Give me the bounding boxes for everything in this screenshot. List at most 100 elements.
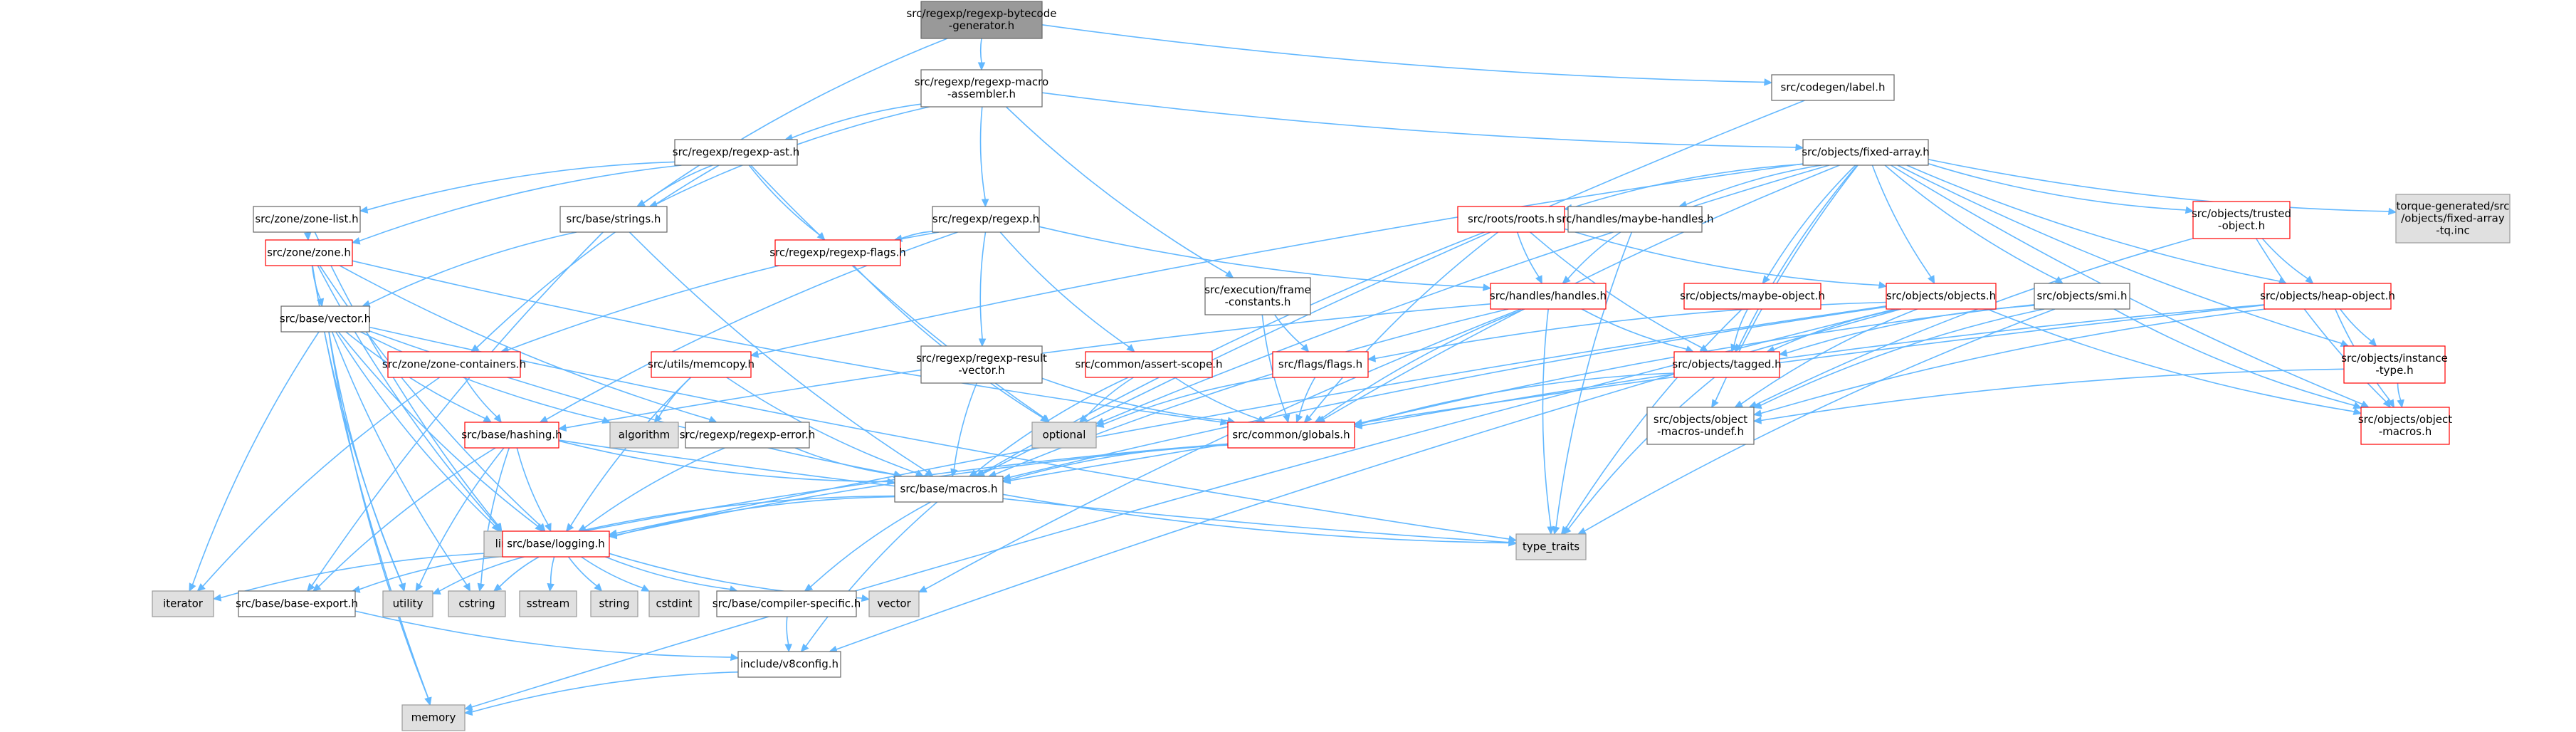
node-src-regexp-regexp-error-h[interactable]: src/regexp/regexp-error.h xyxy=(680,422,816,449)
edge-roots-to-objects_h xyxy=(1564,228,1880,286)
node-label: src/objects/heap-object.h xyxy=(2260,290,2395,303)
edge-zone_h-to-base_logging xyxy=(319,265,541,526)
node-src-base-hashing-h[interactable]: src/base/hashing.h xyxy=(461,422,562,449)
edge-trusted_object-to-heap_object xyxy=(2261,238,2308,280)
node-src-flags-flags-h[interactable]: src/flags/flags.h xyxy=(1272,351,1369,378)
node-src-base-strings-h[interactable]: src/base/strings.h xyxy=(559,206,668,233)
edge-base_vector-to-utility xyxy=(328,331,403,585)
edge-arrowhead xyxy=(636,199,646,207)
node-src-objects-object-macros-undef-h[interactable]: src/objects/object-macros-undef.h xyxy=(1646,407,1755,445)
node-label: src/base/base-export.h xyxy=(236,597,358,610)
edge-memcopy-to-base_logging xyxy=(570,377,691,526)
node-src-regexp-regexp-flags-h[interactable]: src/regexp/regexp-flags.h xyxy=(769,239,906,266)
node-cstdint[interactable]: cstdint xyxy=(648,590,700,617)
node-src-objects-objects-h[interactable]: src/objects/objects.h xyxy=(1886,283,1997,310)
node-src-handles-maybe-handles-h[interactable]: src/handles/maybe-handles.h xyxy=(1556,206,1714,233)
node-box xyxy=(1683,283,1821,310)
node-label: torque-generated/src xyxy=(2396,200,2509,213)
edge-fixed_array-to-smi_h xyxy=(1884,164,2057,281)
node-src-objects-object-macros-h[interactable]: src/objects/object-macros.h xyxy=(2358,407,2452,445)
node-label: src/roots/roots.h xyxy=(1468,213,1555,226)
edge-memcopy-to-base_macros xyxy=(726,377,918,474)
node-src-objects-trusted-object-h[interactable]: src/objects/trusted-object.h xyxy=(2192,201,2291,239)
node-src-objects-smi-h[interactable]: src/objects/smi.h xyxy=(2034,283,2130,310)
node-src-base-base-export-h[interactable]: src/base/base-export.h xyxy=(236,590,358,617)
node-box xyxy=(920,69,1043,108)
node-memory[interactable]: memory xyxy=(401,704,466,731)
edge-arrowhead xyxy=(491,523,500,532)
node-src-base-vector-h[interactable]: src/base/vector.h xyxy=(280,305,371,333)
node-type-traits[interactable]: type_traits xyxy=(1515,533,1587,560)
node-src-roots-roots-h[interactable]: src/roots/roots.h xyxy=(1457,206,1565,233)
node-label: src/zone/zone-containers.h xyxy=(382,358,526,371)
edge-arrowhead xyxy=(535,523,544,532)
node-box xyxy=(265,239,353,266)
node-src-objects-instance-type-h[interactable]: src/objects/instance-type.h xyxy=(2341,345,2448,384)
node-box xyxy=(685,422,810,449)
node-string[interactable]: string xyxy=(590,590,638,617)
edge-arrowhead xyxy=(1711,399,1719,409)
node-include-v8config-h[interactable]: include/v8config.h xyxy=(737,651,841,678)
node-label: src/base/macros.h xyxy=(900,483,998,496)
node-optional[interactable]: optional xyxy=(1031,422,1097,449)
edge-base_logging-to-base_export xyxy=(359,555,503,590)
node-src-base-compiler-specific-h[interactable]: src/base/compiler-specific.h xyxy=(713,590,861,617)
node-src-regexp-regexp-macro-assembler-h[interactable]: src/regexp/regexp-macro-assembler.h xyxy=(915,69,1048,108)
node-box xyxy=(1272,351,1369,378)
edge-arrowhead xyxy=(398,582,406,592)
edge-arrowhead xyxy=(594,582,603,592)
node-box xyxy=(401,704,466,731)
node-src-zone-zone-containers-h[interactable]: src/zone/zone-containers.h xyxy=(382,351,526,378)
node-src-base-logging-h[interactable]: src/base/logging.h xyxy=(502,530,610,558)
node-label: cstring xyxy=(458,597,495,610)
node-src-regexp-regexp-bytecode-generator-h[interactable]: src/regexp/regexp-bytecode-generator.h xyxy=(906,1,1057,39)
node-box xyxy=(2264,283,2392,310)
node-src-objects-tagged-h[interactable]: src/objects/tagged.h xyxy=(1672,351,1782,378)
edge-arrowhead xyxy=(351,237,361,245)
edge-arrowhead xyxy=(415,582,424,592)
node-box xyxy=(648,590,700,617)
edge-arrowhead xyxy=(483,414,493,423)
edge-base_strings-to-base_vector xyxy=(369,231,577,305)
edge-base_hashing-to-base_export xyxy=(318,447,496,587)
node-label: type_traits xyxy=(1523,540,1579,554)
node-iterator[interactable]: iterator xyxy=(152,590,214,617)
edge-arrowhead xyxy=(463,703,473,711)
node-src-base-macros-h[interactable]: src/base/macros.h xyxy=(894,476,1004,503)
edge-regexp_h-to-assert_scope xyxy=(999,231,1130,347)
edge-fixed_array-to-optional xyxy=(1103,164,1830,422)
edge-arrowhead xyxy=(557,424,567,432)
node-src-execution-frame-constants-h[interactable]: src/execution/frame-constants.h xyxy=(1204,277,1311,315)
edge-fixed_array-to-common_globals xyxy=(1323,164,1840,420)
node-src-codegen-label-h[interactable]: src/codegen/label.h xyxy=(1771,74,1895,101)
node-src-utils-memcopy-h[interactable]: src/utils/memcopy.h xyxy=(648,351,755,378)
edge-fixed_array-to-memcopy xyxy=(757,163,1804,355)
node-vector[interactable]: vector xyxy=(868,590,920,617)
edge-maybe_handles-to-type_traits xyxy=(1555,231,1633,528)
node-algorithm[interactable]: algorithm xyxy=(609,422,679,449)
node-src-handles-handles-h[interactable]: src/handles/handles.h xyxy=(1490,283,1607,310)
edge-arrowhead xyxy=(303,232,312,241)
node-src-regexp-regexp-result-vector-h[interactable]: src/regexp/regexp-result-vector.h xyxy=(916,345,1047,384)
edge-arrowhead xyxy=(1300,343,1310,352)
edge-frame_constants-to-flags_h xyxy=(1274,314,1305,347)
node-src-zone-zone-h[interactable]: src/zone/zone.h xyxy=(265,239,353,266)
edge-fixed_array-to-objects_h xyxy=(1871,164,1932,278)
node-src-zone-zone-list-h[interactable]: src/zone/zone-list.h xyxy=(253,206,361,233)
edge-arrowhead xyxy=(544,523,552,533)
node-src-common-globals-h[interactable]: src/common/globals.h xyxy=(1227,422,1355,449)
node-src-regexp-regexp-ast-h[interactable]: src/regexp/regexp-ast.h xyxy=(673,139,799,166)
node-src-common-assert-scope-h[interactable]: src/common/assert-scope.h xyxy=(1075,351,1223,378)
node-cstring[interactable]: cstring xyxy=(448,590,506,617)
edge-base_vector-to-iterator xyxy=(191,331,320,585)
node-label: -vector.h xyxy=(958,364,1005,377)
node-torque-generated-src-objects-fixed-array-tq-inc[interactable]: torque-generated/src/objects/fixed-array… xyxy=(2395,194,2511,244)
node-src-objects-heap-object-h[interactable]: src/objects/heap-object.h xyxy=(2260,283,2395,310)
node-src-objects-fixed-array-h[interactable]: src/objects/fixed-array.h xyxy=(1802,139,1930,166)
node-src-objects-maybe-object-h[interactable]: src/objects/maybe-object.h xyxy=(1680,283,1825,310)
node-sstream[interactable]: sstream xyxy=(519,590,577,617)
edge-regexp_ast-to-zone_h xyxy=(359,164,682,242)
node-src-regexp-regexp-h[interactable]: src/regexp/regexp.h xyxy=(932,206,1040,233)
node-utility[interactable]: utility xyxy=(382,590,433,617)
node-label: src/regexp/regexp.h xyxy=(932,213,1039,226)
